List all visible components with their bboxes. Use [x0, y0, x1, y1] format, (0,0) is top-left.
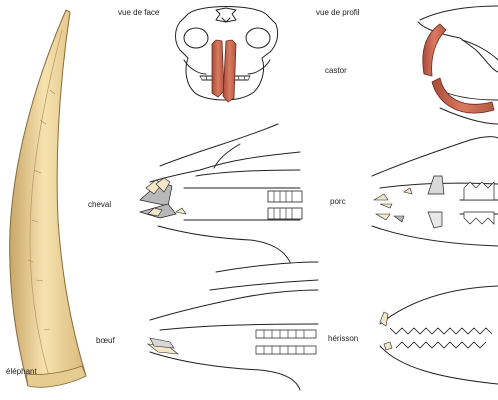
ox-label: bœuf: [96, 336, 115, 345]
hedgehog-skull: [379, 285, 498, 385]
horse-skull: [138, 123, 303, 263]
front-view-label: vue de face: [118, 8, 160, 17]
front-view-skull: [175, 6, 279, 103]
beaver-label: castor: [325, 66, 347, 75]
pig-label: porc: [330, 197, 346, 206]
horse-label: cheval: [88, 200, 112, 209]
beaver-profile: [417, 5, 498, 125]
elephant-label: éléphant: [6, 367, 37, 376]
profile-view-label: vue de profil: [316, 8, 360, 17]
ox-skull: [147, 261, 319, 391]
pig-skull: [371, 136, 498, 247]
elephant-tusk: [9, 9, 87, 388]
hedgehog-label: hérisson: [328, 334, 359, 343]
